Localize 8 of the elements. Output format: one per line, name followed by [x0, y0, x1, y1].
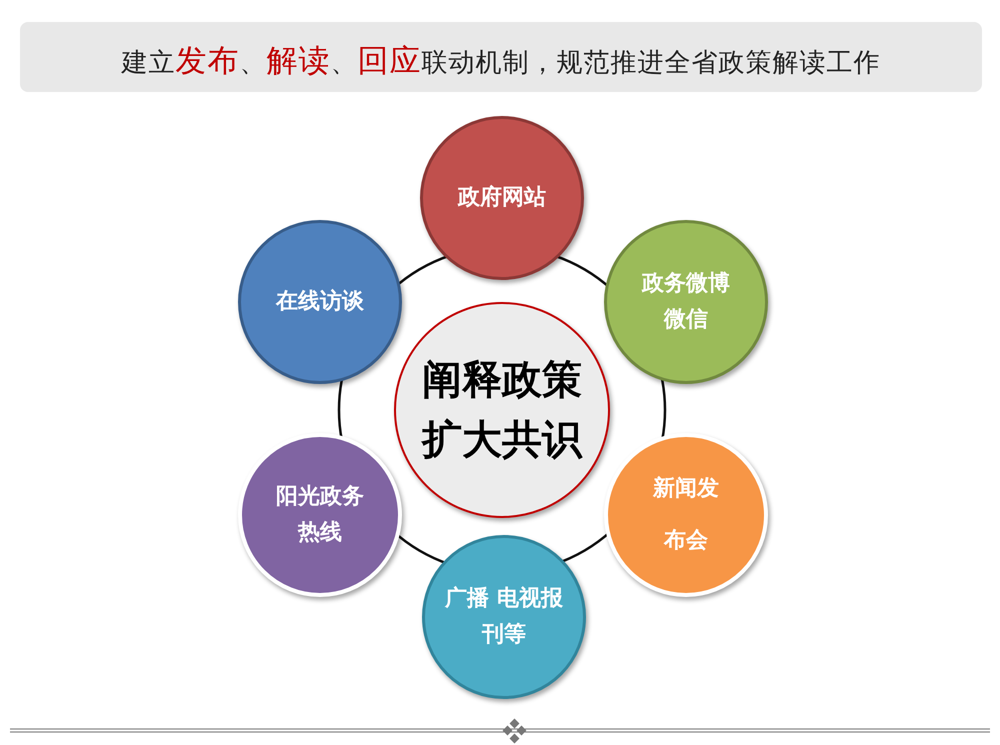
circle-label: 政务微博微信: [640, 270, 731, 334]
circle-label: 政府网站: [456, 184, 547, 212]
circle-label: 阐释政策扩大共识: [420, 356, 584, 465]
title-text: 建立发布、解读、回应联动机制，规范推进全省政策解读工作: [120, 42, 882, 81]
circle-label: 在线访谈: [274, 288, 365, 316]
circle-label: 阳光政务热线: [275, 483, 365, 547]
circle-label: 广播 电视报刊等: [444, 585, 564, 649]
circle-label: 新闻发布会: [652, 475, 720, 555]
